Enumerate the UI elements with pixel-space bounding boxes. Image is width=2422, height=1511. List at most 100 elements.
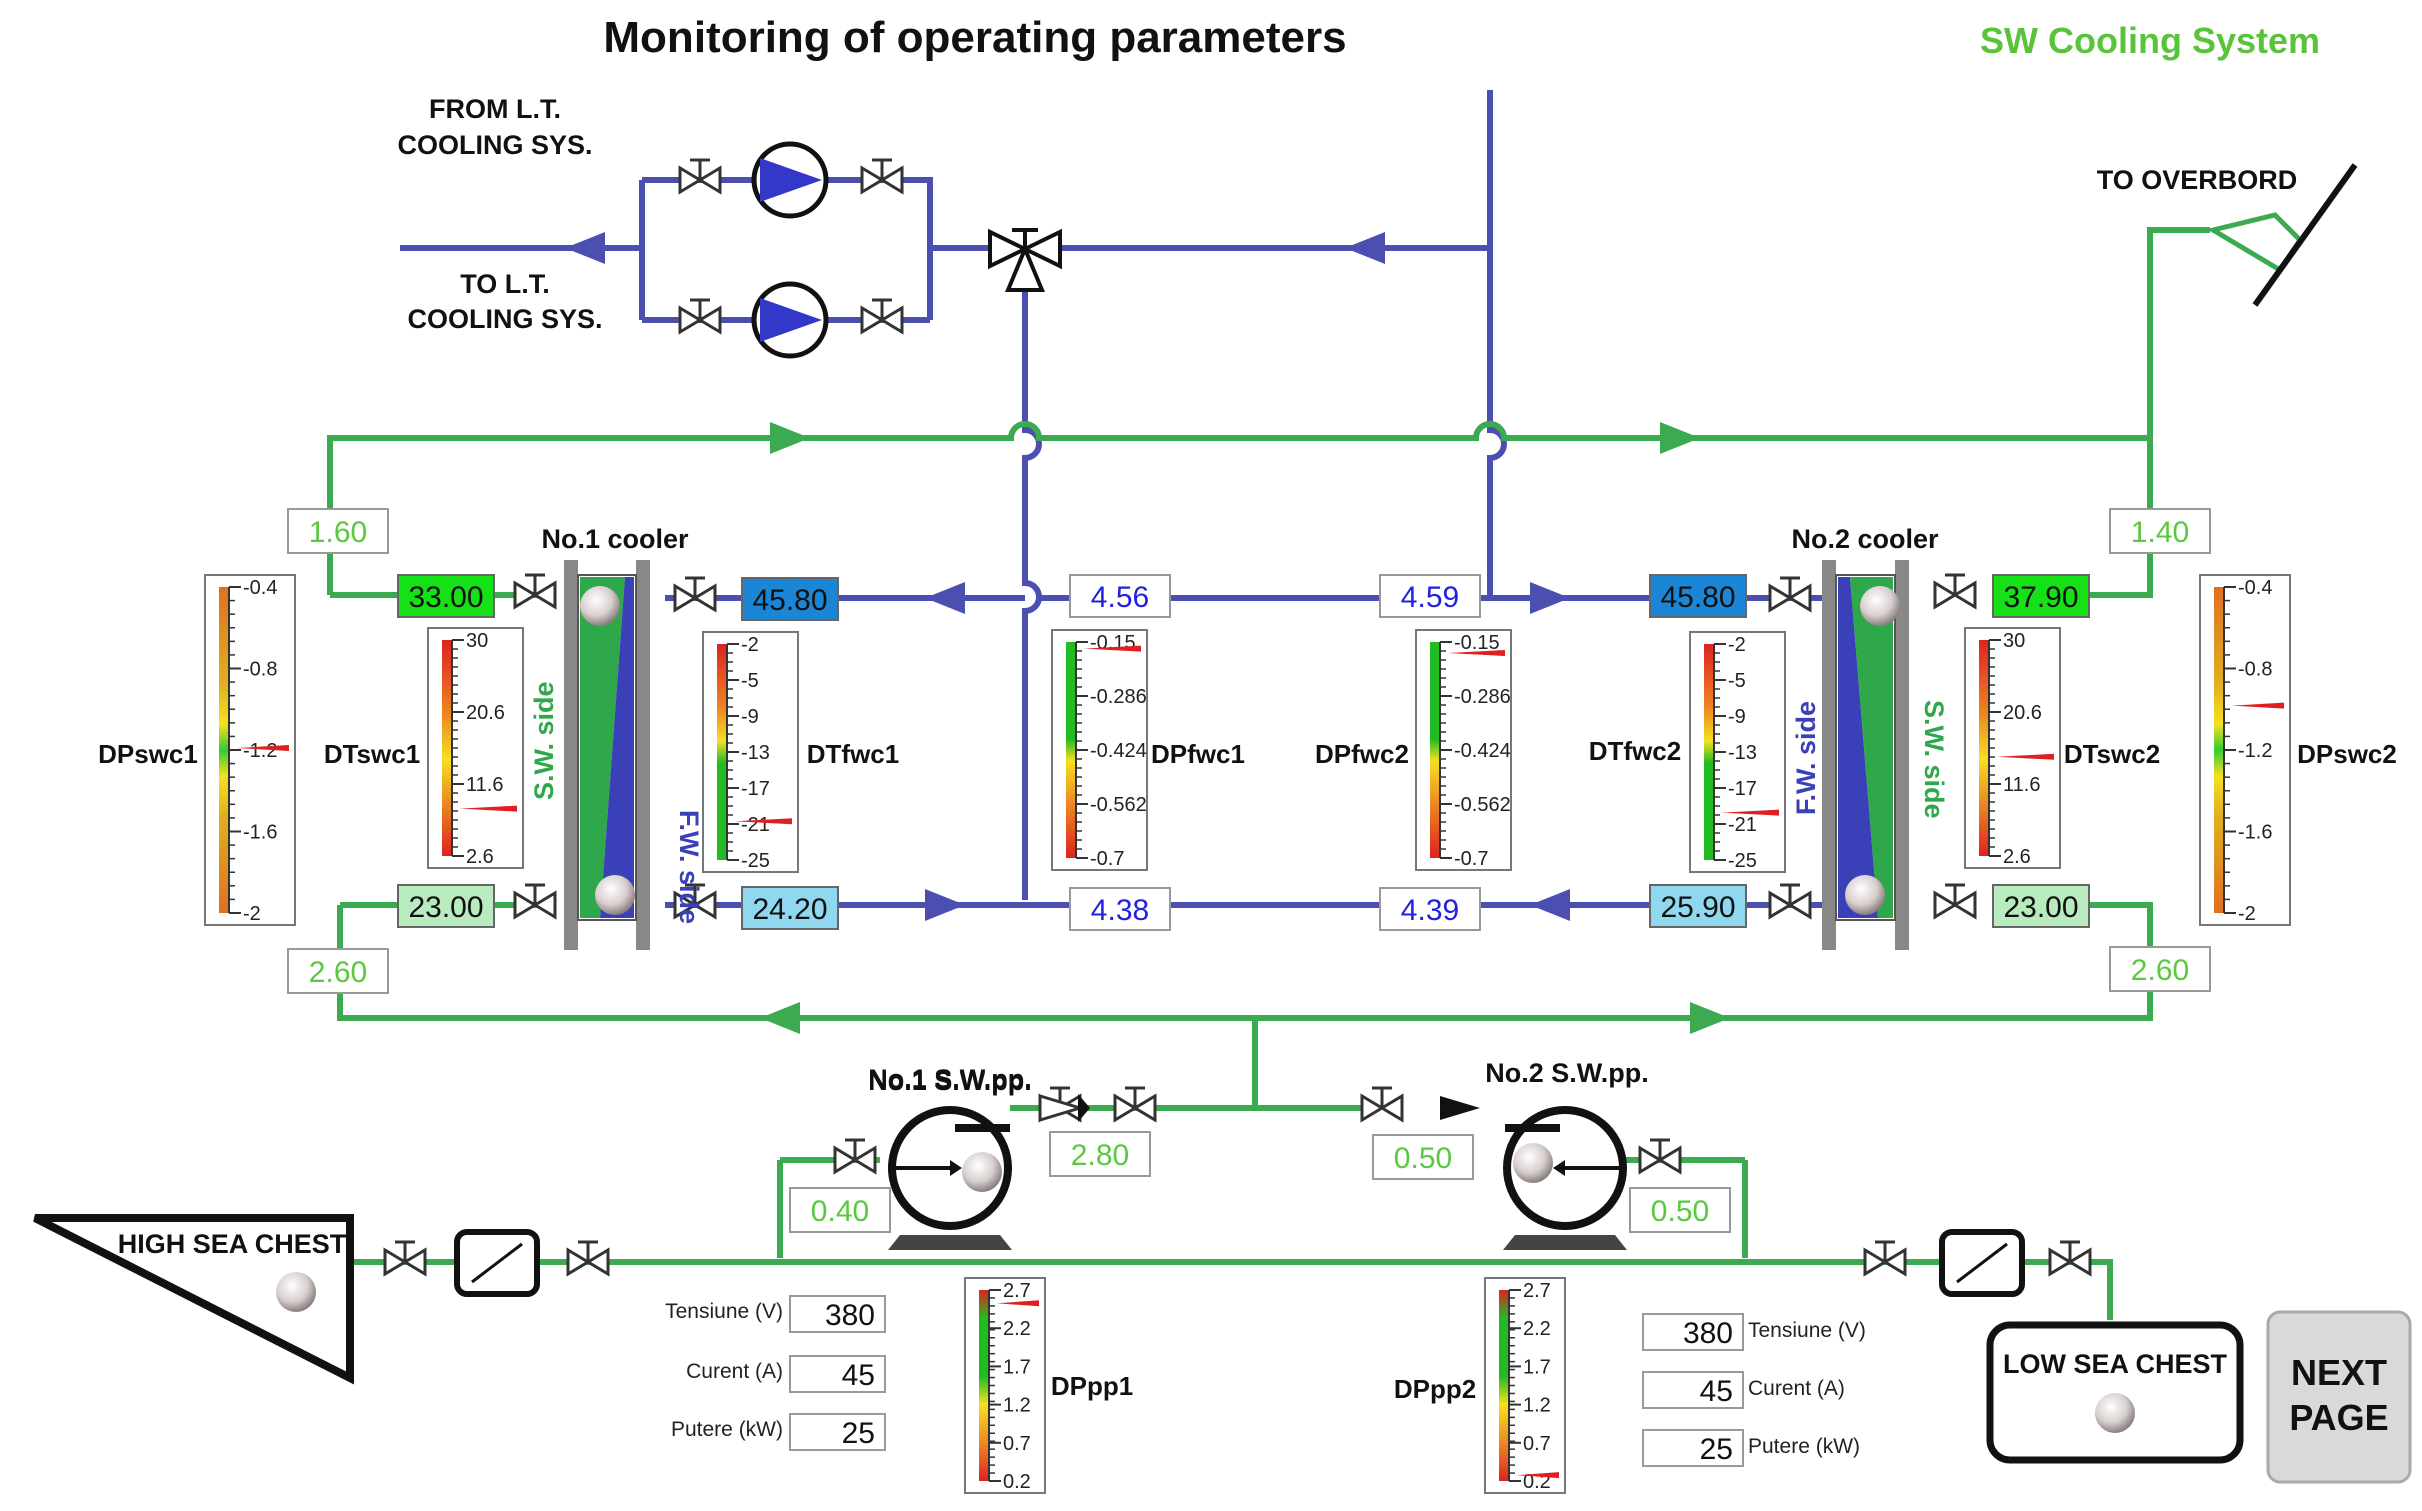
gauge-tick-label: -0.286 [1454, 686, 1511, 708]
cooler-1[interactable]: S.W. side F.W. side [529, 560, 704, 950]
p-sw-in1: 1.60 [309, 516, 367, 549]
valve-icon[interactable] [1113, 1086, 1157, 1123]
valve-icon[interactable] [673, 576, 717, 613]
p-pp2-in: 0.50 [1651, 1195, 1709, 1228]
cooler-2[interactable]: F.W. side S.W. side [1791, 560, 1949, 950]
cooler1-top-indicator [580, 586, 620, 626]
gauge-tick-label: -21 [1728, 814, 1757, 836]
p-sw-in2: 1.40 [2131, 516, 2189, 549]
gauge-tick-label: -17 [741, 778, 770, 800]
pump2-current: 45 [1700, 1375, 1733, 1408]
t-sw-cold2: 23.00 [2003, 891, 2078, 924]
strainer-1[interactable] [454, 1229, 540, 1297]
p-pp2-out: 0.50 [1394, 1142, 1452, 1175]
gauge-tick-label: -25 [1728, 850, 1757, 872]
valve-icon[interactable] [1638, 1138, 1682, 1175]
gauge-tick-label: -0.562 [1090, 794, 1147, 816]
gauge-tick-label: -0.4 [2238, 577, 2272, 599]
sw-pump-1[interactable] [888, 1106, 1012, 1250]
low-sea-chest-label: LOW SEA CHEST [2003, 1349, 2228, 1379]
valve-icon[interactable] [1768, 883, 1812, 920]
sw-piping [327, 227, 2210, 1320]
cooler2-fw-side-label: F.W. side [1791, 701, 1821, 815]
gauge-tick-label: -0.4 [243, 577, 277, 599]
strainer-2[interactable] [1939, 1229, 2025, 1297]
gauge-dpswc2: -0.4-0.8-1.2-1.6-2 [2199, 574, 2291, 926]
valve-icon[interactable] [383, 1240, 427, 1277]
gauge-tick-label: 2.6 [466, 846, 494, 868]
p-fw-top2: 4.59 [1401, 581, 1459, 614]
from-lt-label-1: FROM L.T. [429, 94, 561, 124]
valve-icon[interactable] [513, 573, 557, 610]
gauge-dpfwc1: -0.15-0.286-0.424-0.562-0.7 [1051, 629, 1148, 871]
valve-icon[interactable] [1863, 1240, 1907, 1277]
gauge-pointer [735, 818, 792, 825]
pump1-electrical: Tensiune (V) 380 Curent (A) 45 Putere (k… [665, 1295, 886, 1451]
cooler2-top-indicator [1860, 586, 1900, 626]
gauge-tick-label: 2.2 [1003, 1318, 1031, 1340]
gauge-tick-label: -0.424 [1454, 740, 1511, 762]
page-title: Monitoring of operating parameters [603, 13, 1346, 62]
gauge-dtfwc2: -2-5-9-13-17-21-25 [1689, 631, 1786, 873]
pump2-power: 25 [1700, 1433, 1733, 1466]
gauge-tick-label: -0.562 [1454, 794, 1511, 816]
high-sea-chest[interactable]: HIGH SEA CHEST [33, 1214, 354, 1385]
next-page-button[interactable]: NEXT PAGE [2266, 1310, 2412, 1484]
lt-pump-upper[interactable] [751, 141, 829, 219]
gauge-tick-label: -2 [243, 903, 261, 925]
next-page-label-1: NEXT [2291, 1352, 2387, 1393]
high-sea-chest-label: HIGH SEA CHEST [118, 1229, 347, 1259]
valve-icon[interactable] [678, 158, 722, 195]
valve-icon[interactable] [2048, 1240, 2092, 1277]
gauge-frame [1484, 1277, 1566, 1494]
gauge-bar [2214, 587, 2224, 913]
temperature-displays: 33.00 23.00 45.80 24.20 37.90 23.00 45.8… [397, 574, 2090, 930]
valve-icon[interactable] [860, 298, 904, 335]
p-fw-bot1: 4.38 [1091, 894, 1149, 927]
gauge-name-dtfwc2: DTfwc2 [1589, 736, 1681, 766]
gauge-name-dpswc1: DPswc1 [98, 739, 198, 769]
p-pp1-out: 2.80 [1071, 1139, 1129, 1172]
gauge-pointer [1722, 809, 1779, 816]
valve-icon[interactable] [1933, 573, 1977, 610]
valve-icon[interactable] [860, 158, 904, 195]
low-sea-chest[interactable]: LOW SEA CHEST [1986, 1321, 2244, 1464]
valve-icon[interactable] [1933, 883, 1977, 920]
gauge-dppp1: 2.72.21.71.20.70.2 [964, 1277, 1046, 1494]
gauge-tick-label: -9 [741, 706, 759, 728]
valve-icon[interactable] [513, 883, 557, 920]
gauge-tick-label: -0.8 [243, 659, 277, 681]
sw-flow-arrows [760, 422, 1730, 1034]
pump1-run-indicator [962, 1152, 1002, 1192]
sw-pump-2[interactable] [1503, 1106, 1627, 1250]
gauge-name-dtswc2: DTswc2 [2064, 739, 2160, 769]
gauge-bar [1499, 1290, 1509, 1481]
lt-pump-lower[interactable] [751, 281, 829, 359]
cooler1-fw-side-label: F.W. side [674, 810, 704, 924]
from-lt-label-2: COOLING SYS. [397, 130, 592, 160]
cooler2-sw-side-label: S.W. side [1919, 700, 1949, 819]
valve-icon[interactable] [1768, 576, 1812, 613]
gauge-tick-label: 0.7 [1003, 1433, 1031, 1455]
p-fw-bot2: 4.39 [1401, 894, 1459, 927]
gauge-name-dtswc1: DTswc1 [324, 739, 420, 769]
gauge-tick-label: -0.7 [1090, 848, 1124, 870]
t-sw-hot2: 37.90 [2003, 581, 2078, 614]
sw-pressure-displays: 1.60 1.40 2.60 2.60 2.80 0.40 0.50 0.50 [287, 508, 2211, 1233]
pump1-current: 45 [842, 1359, 875, 1392]
check-valve-pump2 [1440, 1096, 1480, 1120]
gauge-pointer [237, 745, 289, 751]
gauge-name-dpswc2: DPswc2 [2297, 739, 2397, 769]
gauge-tick-label: 1.7 [1523, 1356, 1551, 1378]
valve-icon[interactable] [833, 1138, 877, 1175]
valve-icon[interactable] [1360, 1086, 1404, 1123]
gauge-dpfwc2: -0.15-0.286-0.424-0.562-0.7 [1415, 629, 1512, 871]
gauge-name-dpfwc2: DPfwc2 [1315, 739, 1409, 769]
gauge-tick-label: -1.2 [2238, 740, 2272, 762]
three-way-valve-icon[interactable] [988, 228, 1062, 292]
valve-icon[interactable] [678, 298, 722, 335]
valve-icon[interactable] [673, 883, 717, 920]
gauge-tick-label: -2 [741, 634, 759, 656]
valve-icon[interactable] [566, 1240, 610, 1277]
